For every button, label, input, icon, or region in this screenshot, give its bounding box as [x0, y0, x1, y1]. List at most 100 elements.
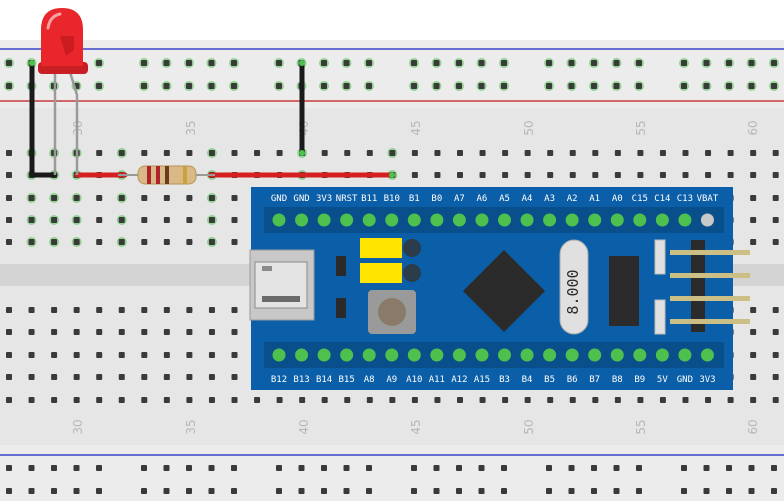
breadboard-hole[interactable] — [750, 150, 757, 156]
breadboard-hole[interactable] — [231, 352, 238, 358]
breadboard-hole[interactable] — [73, 374, 80, 380]
breadboard-hole[interactable] — [231, 374, 238, 380]
red-led[interactable] — [38, 8, 88, 175]
breadboard-hole[interactable] — [343, 488, 350, 494]
breadboard-hole[interactable] — [750, 217, 757, 223]
breadboard-hole[interactable] — [186, 488, 192, 494]
breadboard-hole[interactable] — [208, 352, 215, 358]
breadboard-hole[interactable] — [6, 217, 12, 223]
breadboard-hole[interactable] — [411, 488, 417, 494]
breadboard-hole[interactable] — [614, 150, 621, 156]
breadboard-hole[interactable] — [476, 81, 487, 91]
breadboard-hole[interactable] — [141, 195, 148, 201]
breadboard-hole[interactable] — [321, 465, 327, 471]
breadboard-hole[interactable] — [613, 465, 620, 471]
breadboard-hole[interactable] — [634, 81, 644, 91]
breadboard-hole[interactable] — [434, 397, 441, 403]
breadboard-hole[interactable] — [208, 374, 215, 380]
board-pin[interactable] — [340, 213, 354, 227]
breadboard-hole[interactable] — [51, 374, 58, 380]
breadboard-hole[interactable] — [274, 58, 284, 68]
breadboard-hole[interactable] — [411, 465, 417, 471]
board-pin[interactable] — [700, 348, 714, 362]
breadboard-hole[interactable] — [6, 465, 12, 471]
breadboard-hole[interactable] — [750, 352, 757, 358]
breadboard-hole[interactable] — [569, 150, 576, 156]
board-pin[interactable] — [610, 213, 624, 227]
board-pin[interactable] — [407, 348, 421, 362]
breadboard-hole[interactable] — [772, 150, 779, 156]
breadboard-hole[interactable] — [116, 237, 127, 247]
breadboard-hole[interactable] — [6, 195, 12, 201]
breadboard-hole[interactable] — [28, 374, 35, 380]
breadboard-hole[interactable] — [502, 150, 509, 156]
breadboard-hole[interactable] — [343, 465, 350, 471]
board-pin[interactable] — [610, 348, 624, 362]
breadboard-hole[interactable] — [163, 352, 170, 358]
breadboard-hole[interactable] — [6, 329, 12, 335]
breadboard-hole[interactable] — [28, 397, 35, 403]
board-pin[interactable] — [362, 348, 376, 362]
breadboard-hole[interactable] — [659, 397, 666, 403]
breadboard-hole[interactable] — [454, 81, 464, 91]
breadboard-hole[interactable] — [746, 81, 757, 91]
breadboard-hole[interactable] — [772, 374, 779, 380]
breadboard-hole[interactable] — [544, 81, 554, 91]
breadboard-hole[interactable] — [341, 58, 352, 68]
breadboard-hole[interactable] — [659, 172, 666, 178]
breadboard-hole[interactable] — [161, 81, 172, 91]
breadboard-hole[interactable] — [613, 488, 620, 494]
breadboard-hole[interactable] — [186, 352, 193, 358]
board-pin[interactable] — [430, 348, 444, 362]
breadboard-hole[interactable] — [274, 81, 284, 91]
breadboard-hole[interactable] — [772, 172, 779, 178]
breadboard-hole[interactable] — [206, 193, 217, 203]
breadboard-hole[interactable] — [184, 81, 194, 91]
breadboard-hole[interactable] — [344, 150, 351, 156]
breadboard-hole[interactable] — [589, 58, 599, 68]
breadboard-hole[interactable] — [139, 81, 149, 91]
breadboard-hole[interactable] — [431, 58, 442, 68]
breadboard-hole[interactable] — [321, 488, 327, 494]
breadboard-hole[interactable] — [116, 148, 127, 158]
breadboard-hole[interactable] — [366, 465, 372, 471]
breadboard-hole[interactable] — [681, 465, 687, 471]
breadboard-hole[interactable] — [592, 172, 599, 178]
breadboard-hole[interactable] — [727, 150, 734, 156]
breadboard-hole[interactable] — [547, 150, 554, 156]
breadboard-hole[interactable] — [208, 488, 215, 494]
breadboard-hole[interactable] — [433, 465, 440, 471]
breadboard-hole[interactable] — [186, 217, 193, 223]
breadboard-hole[interactable] — [321, 397, 328, 403]
breadboard-hole[interactable] — [727, 172, 734, 178]
breadboard-hole[interactable] — [208, 329, 215, 335]
breadboard-hole[interactable] — [276, 397, 283, 403]
breadboard-hole[interactable] — [229, 81, 239, 91]
breadboard-hole[interactable] — [276, 465, 282, 471]
breadboard-hole[interactable] — [163, 307, 170, 313]
breadboard-hole[interactable] — [4, 81, 14, 91]
board-pin[interactable] — [678, 348, 692, 362]
breadboard-hole[interactable] — [71, 193, 82, 203]
breadboard-hole[interactable] — [4, 58, 14, 68]
breadboard-hole[interactable] — [772, 307, 779, 313]
breadboard-hole[interactable] — [726, 465, 732, 471]
breadboard-hole[interactable] — [26, 215, 37, 225]
breadboard-hole[interactable] — [772, 239, 779, 245]
breadboard-hole[interactable] — [591, 488, 597, 494]
board-pin[interactable] — [385, 213, 399, 227]
breadboard-hole[interactable] — [254, 150, 261, 156]
breadboard-hole[interactable] — [73, 307, 80, 313]
breadboard-hole[interactable] — [231, 195, 238, 201]
breadboard-hole[interactable] — [682, 150, 689, 156]
board-pin[interactable] — [588, 213, 602, 227]
breadboard-hole[interactable] — [6, 352, 12, 358]
breadboard-hole[interactable] — [49, 193, 60, 203]
breadboard-hole[interactable] — [6, 239, 12, 245]
breadboard-hole[interactable] — [637, 150, 644, 156]
board-pin[interactable] — [407, 213, 421, 227]
breadboard-hole[interactable] — [456, 465, 462, 471]
breadboard-hole[interactable] — [141, 329, 148, 335]
board-pin[interactable] — [565, 213, 579, 227]
board-pin[interactable] — [565, 348, 579, 362]
